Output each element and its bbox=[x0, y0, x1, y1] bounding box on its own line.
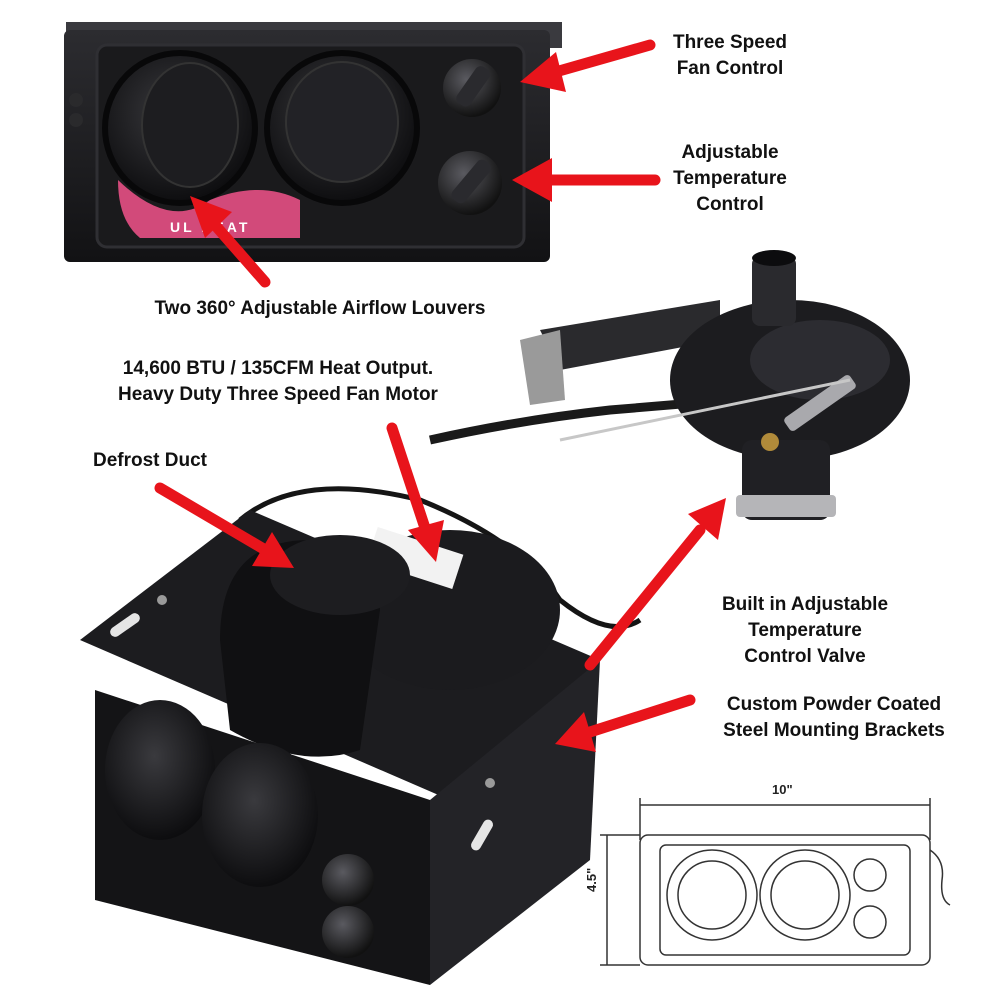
drawing-louver-left-inner bbox=[677, 860, 747, 930]
front-knob-bottom bbox=[322, 906, 374, 958]
brass-screw bbox=[761, 433, 779, 451]
drawing-louver-right bbox=[759, 849, 851, 941]
callout-line: Steel Mounting Brackets bbox=[723, 720, 945, 741]
right-louver-nozzle bbox=[285, 61, 399, 183]
defrost-duct-callout: Defrost Duct bbox=[60, 448, 240, 474]
valve-inlet-pipe bbox=[752, 256, 796, 326]
valve-body-highlight bbox=[750, 320, 890, 400]
bracket-slot bbox=[471, 819, 493, 851]
defrost-duct-cap bbox=[270, 535, 410, 615]
drawing-louver-left bbox=[666, 849, 758, 941]
bracket-slot bbox=[110, 613, 140, 637]
heater-cable bbox=[238, 486, 642, 630]
callout-arrows bbox=[154, 39, 726, 752]
valve-photo bbox=[429, 250, 910, 520]
side-bolt bbox=[69, 93, 83, 107]
drawing-face bbox=[659, 844, 911, 956]
callout-line: Two 360° Adjustable Airflow Louvers bbox=[154, 298, 486, 319]
arrow-louvers bbox=[190, 196, 271, 288]
height-dimension-label: 4.5" bbox=[584, 867, 599, 892]
drawing-outline bbox=[639, 834, 931, 966]
callout-line: Temperature bbox=[673, 168, 787, 189]
front-knob-top bbox=[322, 854, 374, 906]
callout-line: Control bbox=[696, 194, 764, 215]
callout-line: Built in Adjustable bbox=[721, 594, 889, 615]
drawing-fan-knob bbox=[853, 858, 887, 892]
arrow-heat-output bbox=[386, 422, 444, 562]
control-rod bbox=[559, 378, 851, 442]
callout-line: Adjustable bbox=[681, 142, 779, 163]
callout-line: Three Speed bbox=[672, 32, 788, 53]
hose-clamp bbox=[736, 495, 836, 517]
arrow-valve bbox=[584, 498, 726, 671]
louvers-callout: Two 360° Adjustable Airflow Louvers bbox=[100, 296, 540, 322]
arrow-defrost-duct bbox=[154, 482, 294, 568]
front-panel-photo: UL HEAT bbox=[64, 22, 562, 262]
callout-line: Temperature bbox=[748, 620, 862, 641]
control-cable bbox=[429, 385, 851, 445]
valve-mount-clip bbox=[520, 330, 565, 405]
side-bolt bbox=[69, 113, 83, 127]
callout-line: 14,600 BTU / 135CFM Heat Output. bbox=[122, 358, 434, 379]
callout-line: Custom Powder Coated bbox=[726, 694, 942, 715]
temp-knob-grip bbox=[451, 159, 492, 204]
width-dimension-label: 10" bbox=[772, 782, 793, 797]
valve-bracket bbox=[540, 300, 720, 370]
front-louver-left bbox=[105, 700, 215, 840]
arrow-temperature-control bbox=[512, 158, 661, 202]
bracket-bolt bbox=[485, 778, 495, 788]
heat-output-callout: 14,600 BTU / 135CFM Heat Output. Heavy D… bbox=[68, 356, 488, 408]
callout-line: Control Valve bbox=[744, 646, 866, 667]
callout-line: Heavy Duty Three Speed Fan Motor bbox=[118, 384, 438, 405]
fan-knob-grip bbox=[456, 66, 490, 107]
valve-callout: Built in Adjustable Temperature Control … bbox=[690, 592, 920, 670]
brackets-callout: Custom Powder Coated Steel Mounting Brac… bbox=[694, 692, 974, 744]
dimension-drawing bbox=[600, 798, 951, 966]
drawing-louver-right-inner bbox=[770, 860, 840, 930]
temperature-control-callout: Adjustable Temperature Control bbox=[650, 140, 810, 218]
left-louver-nozzle bbox=[141, 62, 239, 188]
arrow-fan-control bbox=[520, 39, 656, 92]
heater-unit-photo bbox=[80, 486, 642, 985]
drawing-temp-knob bbox=[853, 905, 887, 939]
arrow-brackets bbox=[555, 694, 696, 752]
valve-lever bbox=[784, 375, 856, 431]
fan-control-callout: Three Speed Fan Control bbox=[650, 30, 810, 82]
drawing-cable bbox=[929, 849, 951, 906]
valve-inlet-opening bbox=[752, 250, 796, 266]
callout-line: Defrost Duct bbox=[92, 450, 207, 471]
motor-label bbox=[366, 526, 464, 590]
front-louver-right bbox=[202, 743, 318, 887]
bracket-bolt bbox=[157, 595, 167, 605]
callout-line: Fan Control bbox=[676, 58, 784, 79]
